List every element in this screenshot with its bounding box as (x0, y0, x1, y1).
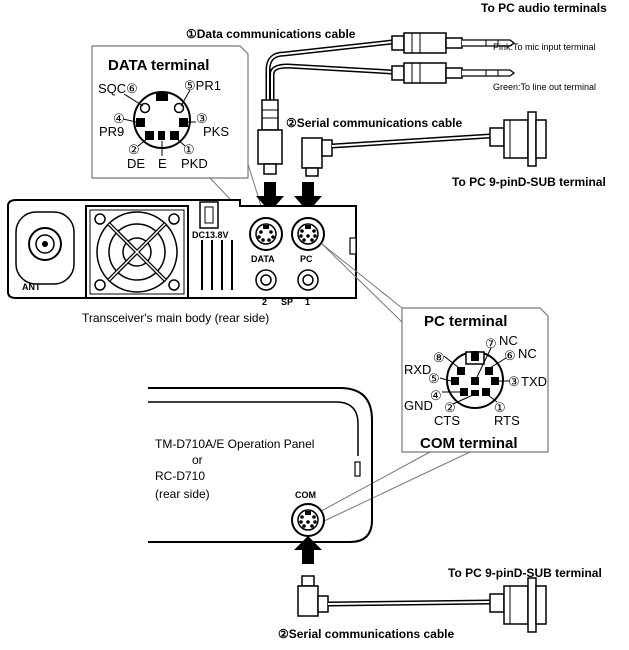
arrow-down-pc (294, 182, 322, 212)
serial-cable-bottom-label: ②Serial communications cable (278, 627, 454, 641)
data-pin-4 (136, 118, 145, 127)
data-terminal-panel: DATA terminal SQC⑥ ⑤PR1 ④ PR9 ③ PKS ② DE… (91, 45, 267, 223)
sp-label: SP (281, 297, 293, 307)
pc-pin-2 (471, 390, 479, 396)
panel-line-4: (rear side) (155, 487, 210, 501)
serial-cable-top-label: ②Serial communications cable (286, 116, 462, 130)
pin-label-pks: PKS (203, 124, 229, 139)
pc-pin-8 (457, 367, 465, 375)
pc-pin-label-rxd: RXD (404, 362, 431, 377)
pc-pin-3 (491, 377, 499, 385)
pc-pin-label-txd: TXD (521, 374, 547, 389)
pc-port-label: PC (300, 254, 313, 264)
pink-audio-plug (391, 32, 516, 54)
com-terminal-title: COM terminal (420, 435, 518, 452)
data-port: DATA (249, 217, 283, 264)
arrow-down-data (256, 182, 284, 212)
pin-number-3: ③ (196, 111, 208, 126)
dsub-connector-top (489, 111, 547, 167)
pc-pin-number-5: ⑤ (428, 371, 440, 386)
pc-audio-terminals-label: To PC audio terminals (481, 1, 607, 15)
data-connector-key (156, 93, 168, 101)
pin-label-sqc: SQC⑥ (98, 81, 138, 96)
sp2-label: 2 (262, 297, 267, 307)
data-communications-cable: ①Data communications cable To (186, 1, 607, 175)
green-note: Green:To line out terminal (493, 82, 596, 92)
panel-line-3: RC-D710 (155, 469, 205, 483)
dc-label: DC13.8V (192, 230, 229, 240)
pin-label-pr1: ⑤PR1 (184, 78, 221, 93)
data-cable-label: ①Data communications cable (186, 27, 356, 41)
data-pin-1 (170, 131, 179, 140)
arrow-up-com (294, 536, 322, 564)
pc-pin-label-nc-right: NC (518, 346, 537, 361)
pin-label-pr9: PR9 (99, 124, 124, 139)
pin-label-de: DE (127, 156, 145, 171)
pin-number-2: ② (128, 142, 140, 157)
pin-label-e: E (158, 156, 167, 171)
pin-number-4: ④ (113, 111, 125, 126)
panel-line-1: TM-D710A/E Operation Panel (155, 437, 314, 451)
pc-pin-1 (482, 388, 490, 396)
pink-note: Pink:To mic input terminal (493, 42, 596, 52)
dc-power-connector: DC13.8V (192, 201, 233, 290)
data-pin-e (158, 131, 165, 140)
pc-pin-7 (471, 377, 479, 385)
pc-pin-label-gnd: GND (404, 398, 433, 413)
pin-number-1: ① (183, 142, 195, 157)
pc-pin-4 (460, 388, 468, 396)
pc-terminal-title: PC terminal (424, 313, 507, 330)
pc-port: PC (291, 217, 325, 264)
data-terminal-title: DATA terminal (108, 57, 209, 74)
com-port-label: COM (295, 490, 316, 500)
data-pin-2 (145, 131, 154, 140)
green-audio-plug (391, 62, 516, 84)
data-port-label: DATA (251, 254, 275, 264)
operation-panel: TM-D710A/E Operation Panel or RC-D710 (r… (148, 387, 373, 543)
transceiver-main-body: ANT DC13.8V (7, 199, 357, 325)
pc-terminal-panel: PC terminal COM terminal ⑦ NC ⑧ ⑥ NC RXD… (311, 243, 549, 523)
pc-pin-number-8: ⑧ (433, 350, 445, 365)
pc-pin-number-6: ⑥ (504, 348, 516, 363)
pin-label-pkd: PKD (181, 156, 208, 171)
pc-pin-number-1: ① (494, 400, 506, 415)
pc-pin-5 (451, 377, 459, 385)
serial-cable-top: ②Serial communications cable To PC 9-pin… (286, 111, 606, 189)
pc-pin-number-3: ③ (508, 374, 520, 389)
ant-label: ANT (22, 282, 41, 292)
com-port (291, 503, 325, 537)
pc-pin-number-4: ④ (430, 388, 442, 403)
dsub-connector-bottom (489, 577, 547, 633)
serial-cable-bottom: To PC 9-pinD-SUB terminal ②Serial commun… (278, 536, 602, 641)
data-pin-3 (179, 118, 188, 127)
plug-in-arrows (256, 182, 322, 212)
cooling-fan (85, 205, 189, 299)
speaker-jacks: 2 SP 1 (255, 269, 319, 307)
panel-line-2: or (192, 453, 203, 467)
to-pc-dsub-bottom: To PC 9-pinD-SUB terminal (448, 566, 602, 580)
sp1-label: 1 (305, 297, 310, 307)
pc-pin-label-nc-top: NC (499, 333, 518, 348)
pc-pin-number-2: ② (444, 400, 456, 415)
pc-pin-6 (485, 367, 493, 375)
pc-pin-number-7: ⑦ (485, 336, 497, 351)
to-pc-dsub-top: To PC 9-pinD-SUB terminal (452, 175, 606, 189)
main-body-caption: Transceiver's main body (rear side) (82, 311, 269, 325)
pc-pin-label-cts: CTS (434, 413, 460, 428)
pc-pin-label-rts: RTS (494, 413, 520, 428)
